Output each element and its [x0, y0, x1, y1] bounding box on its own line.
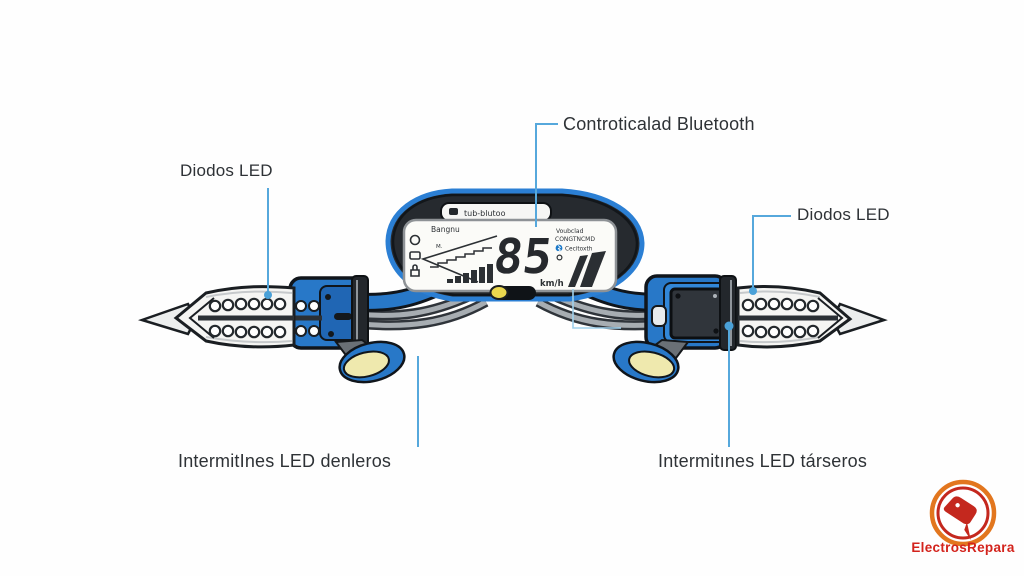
right-housing	[644, 274, 737, 351]
label-control-bluetooth: Controticalad Bluetooth	[563, 114, 755, 134]
status-line-1: Voubclad	[556, 228, 584, 235]
screen-icon-column	[409, 234, 421, 277]
left-housing	[288, 275, 369, 351]
lock-icon	[410, 264, 420, 277]
speed-unit: km/h	[540, 279, 564, 289]
speed-value: 85	[491, 229, 556, 285]
right-grip	[736, 285, 888, 349]
right-turn-lever	[612, 338, 690, 384]
brand-logo-text: ElectrosRepara	[911, 540, 1015, 555]
trip-graph: M.	[420, 235, 498, 283]
left-grip-leds	[208, 297, 287, 339]
leader-line-diodos-right	[752, 215, 791, 288]
left-grip	[137, 285, 296, 349]
label-diodos-right: Diodos LED	[797, 205, 890, 224]
right-grip-leds	[741, 297, 820, 339]
brand-logo	[929, 479, 997, 547]
gauge-label: M.	[436, 244, 443, 250]
display-pod: tub-blutoo Bangnu M.	[385, 188, 645, 302]
label-intermitentes-rear: Intermitınes LED társeros	[658, 451, 868, 471]
leader-line-controller	[572, 289, 621, 329]
left-turn-lever	[334, 338, 406, 384]
label-intermitentes-front: IntermitInes LED denleros	[178, 451, 392, 471]
refresh-icon	[409, 234, 421, 246]
leader-line-bluetooth	[535, 123, 558, 227]
label-diodos-left: Diodos LED	[180, 161, 273, 180]
repair-tool-icon	[943, 496, 977, 541]
mail-icon	[409, 251, 421, 260]
status-block: Voubclad CONGTNCMD Cecitoxth	[555, 228, 595, 261]
display-banner-text: tub-blutoo	[464, 209, 506, 218]
display-banner: tub-blutoo	[440, 202, 552, 222]
leader-lines	[264, 123, 791, 447]
status-line-3: Cecitoxth	[565, 247, 593, 253]
signal-swoosh-icon	[568, 251, 606, 287]
status-line-2: CONGTNCMD	[555, 236, 595, 243]
display-screen: Bangnu M.	[402, 218, 618, 293]
battery-bars	[447, 264, 493, 283]
left-clamp-collar	[351, 275, 369, 351]
mode-label: Bangnu	[431, 225, 460, 234]
power-button	[489, 285, 536, 300]
